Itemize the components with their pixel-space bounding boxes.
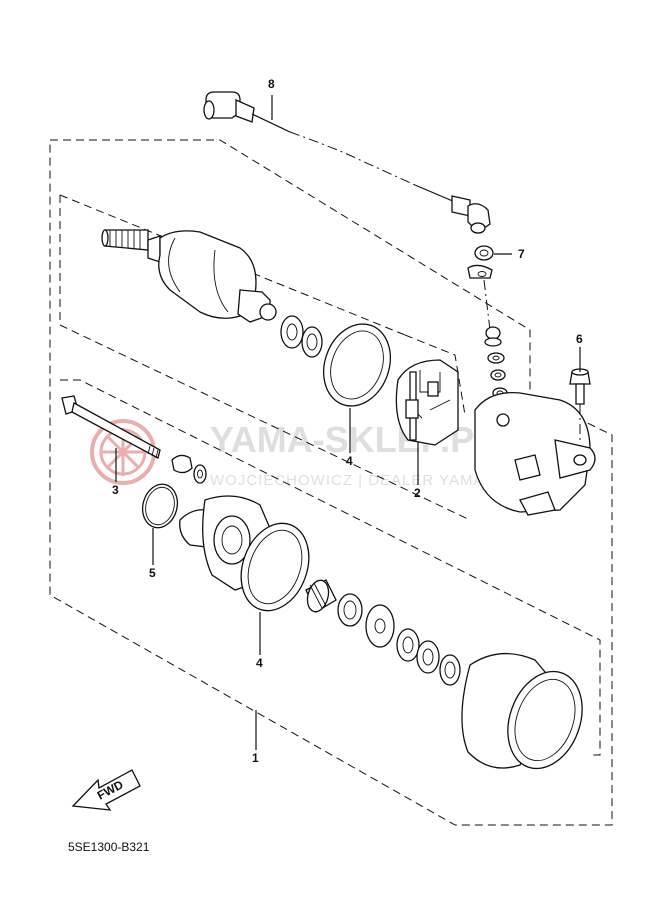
lower-washers bbox=[365, 604, 461, 686]
callout-8: 8 bbox=[268, 77, 275, 91]
oil-seal-part bbox=[337, 593, 363, 627]
assembly-boundary-outer bbox=[49, 139, 613, 826]
through-bolt-part bbox=[61, 395, 207, 484]
terminal-washers bbox=[484, 326, 508, 399]
watermark-tagline: WOJCIECHOWICZ | DEALER YAMAHA bbox=[210, 472, 507, 489]
assembly-boundary-brush bbox=[404, 334, 466, 416]
diagram-code: 5SE1300-B321 bbox=[68, 840, 150, 854]
brush-holder-part bbox=[395, 359, 459, 446]
callout-1: 1 bbox=[252, 751, 259, 765]
lead-wire-part bbox=[203, 91, 491, 234]
o-ring-small-part bbox=[141, 483, 179, 529]
bearing-part bbox=[305, 579, 337, 613]
o-ring-lower-part bbox=[240, 522, 310, 612]
callout-3: 3 bbox=[112, 483, 119, 497]
callout-5: 5 bbox=[149, 566, 156, 580]
fwd-arrow-icon: FWD bbox=[71, 769, 141, 811]
callout-6: 6 bbox=[576, 332, 583, 346]
armature-part bbox=[101, 229, 277, 323]
callout-4-lower: 4 bbox=[256, 656, 263, 670]
armature-washers bbox=[280, 315, 323, 358]
nut-part bbox=[467, 245, 494, 331]
callout-7: 7 bbox=[518, 247, 525, 261]
callout-2: 2 bbox=[414, 486, 421, 500]
yoke-part bbox=[461, 652, 583, 770]
callout-4-upper: 4 bbox=[346, 454, 353, 468]
assembly-boundary-armature bbox=[59, 195, 471, 521]
o-ring-upper-part bbox=[323, 323, 391, 407]
leader-lines bbox=[115, 95, 581, 750]
rear-cover-part bbox=[474, 391, 596, 516]
assembly-boundary-lower bbox=[60, 379, 601, 756]
